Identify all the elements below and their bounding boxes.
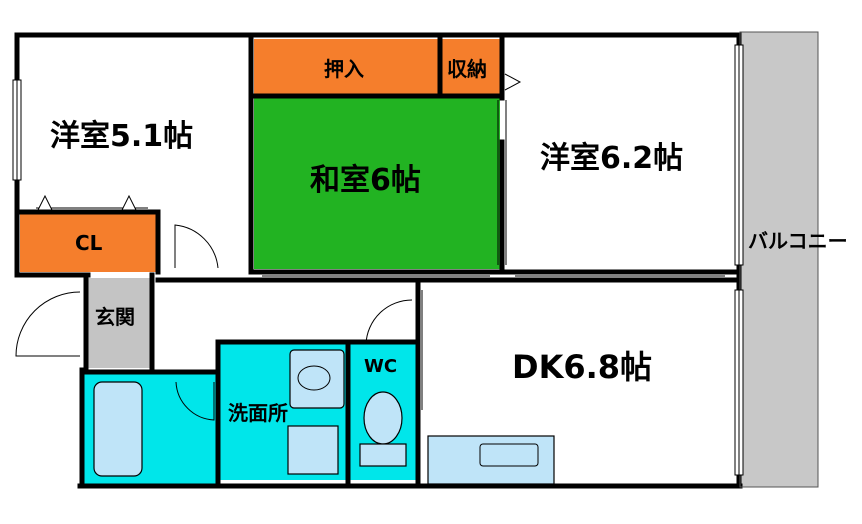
- windows: [12, 44, 744, 476]
- bathtub: [93, 381, 143, 477]
- label-washroom: 洗面所: [228, 401, 288, 425]
- entrance-floor: [88, 278, 150, 368]
- toilet-tank: [359, 443, 407, 467]
- washbasin: [289, 349, 345, 409]
- label-storage: 収納: [447, 57, 487, 81]
- closet-oshiire: [254, 39, 438, 94]
- label-western-room-b: 洋室6.2帖: [540, 141, 683, 176]
- closet-cl: [20, 214, 156, 272]
- toilet-bowl: [363, 391, 403, 445]
- closet-markers: [37, 194, 137, 211]
- closet-storage: [442, 39, 500, 94]
- washbasin-bowl: [297, 365, 331, 391]
- label-dk: DK6.8帖: [512, 348, 652, 386]
- label-entrance: 玄関: [95, 305, 135, 329]
- label-cl: CL: [75, 231, 103, 255]
- swing-doors: [15, 73, 522, 421]
- label-wc: WC: [364, 356, 397, 377]
- label-western-room-a: 洋室5.1帖: [50, 119, 193, 154]
- label-balcony: バルコニー: [748, 229, 848, 253]
- label-oshiire: 押入: [324, 57, 364, 81]
- japanese-room-floor: [254, 96, 500, 269]
- balcony-floor: [740, 32, 818, 487]
- kitchen-sink: [479, 443, 539, 467]
- label-japanese-room: 和室6帖: [310, 163, 421, 198]
- washing-machine: [287, 425, 339, 475]
